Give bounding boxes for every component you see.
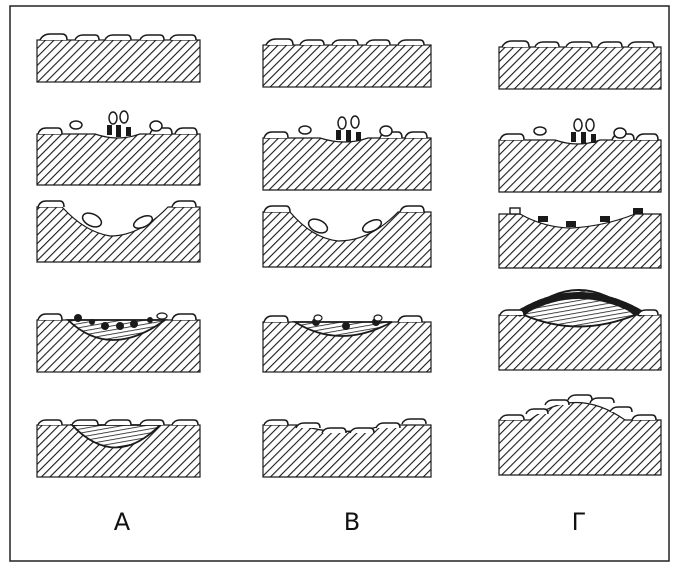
profile-a-stage-5 bbox=[37, 420, 200, 477]
profile-a-stage-2 bbox=[37, 111, 200, 185]
profile-g-stage-5 bbox=[499, 395, 661, 475]
column-label-a: А bbox=[92, 508, 152, 536]
profile-g-stage-1 bbox=[499, 41, 661, 89]
profile-b-stage-3 bbox=[263, 206, 431, 267]
column-label-b: В bbox=[322, 508, 382, 536]
profile-b-stage-2 bbox=[263, 116, 431, 190]
profile-a-stage-3 bbox=[37, 201, 200, 262]
profile-g-stage-3 bbox=[499, 208, 661, 268]
profile-b-stage-4 bbox=[263, 315, 431, 372]
profile-b-stage-1 bbox=[263, 39, 431, 87]
profile-a-stage-4 bbox=[37, 313, 200, 372]
profile-b-stage-5 bbox=[263, 419, 431, 477]
profile-a-stage-1 bbox=[37, 34, 200, 82]
column-a bbox=[37, 34, 200, 477]
column-label-g: Г bbox=[549, 508, 609, 536]
column-b bbox=[263, 39, 431, 477]
profile-g-stage-4 bbox=[499, 290, 661, 370]
column-g bbox=[499, 41, 661, 475]
profile-g-stage-2 bbox=[499, 119, 661, 192]
